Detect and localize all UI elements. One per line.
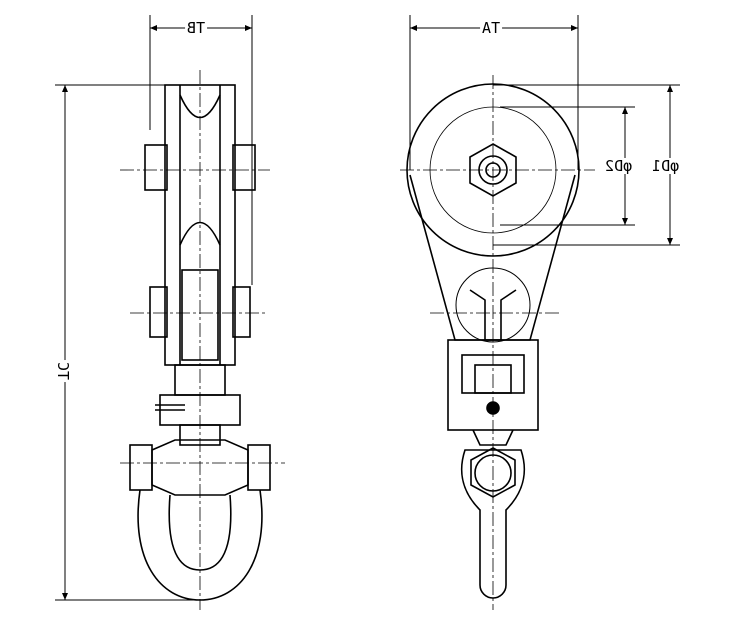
dimension-d2-label: φD2 [603,157,635,175]
side-view [129,84,271,601]
dimension-tb-label: TB [185,19,208,37]
dimension-lines [55,15,680,601]
dimension-d1-label: φD1 [650,157,682,175]
dimension-ta-label: TA [480,19,503,37]
dimension-tc-label: TC [54,359,73,383]
front-view [406,83,580,599]
